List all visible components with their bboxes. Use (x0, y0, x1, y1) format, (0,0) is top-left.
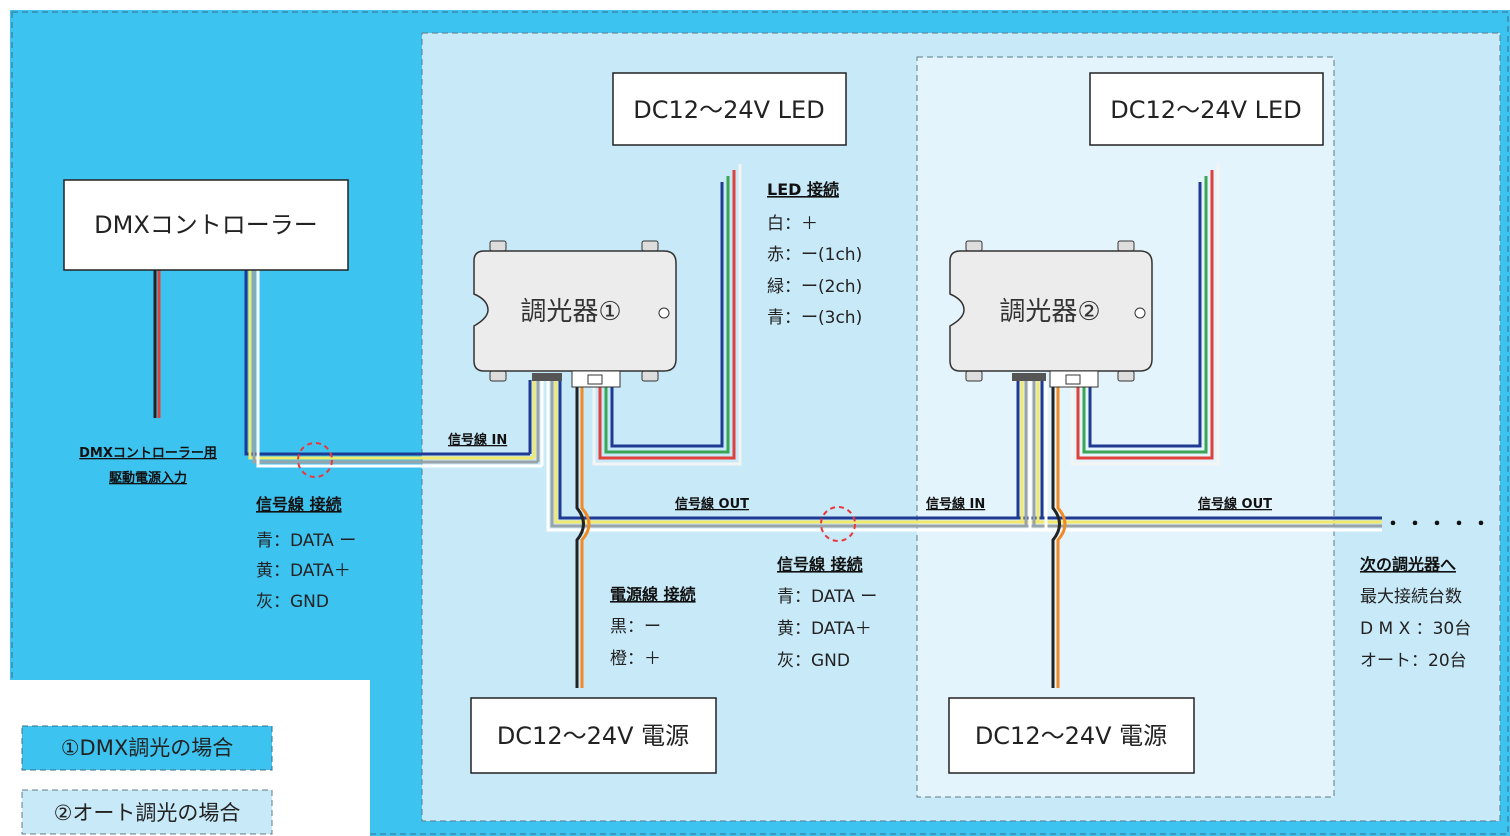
continuation-dots: ・・・・・ (1384, 514, 1494, 535)
legend-auto-label: ②オート調光の場合 (54, 801, 241, 825)
signal-conn-left-line: 灰：GND (256, 592, 329, 612)
power-label-2: DC12～24V 電源 (975, 722, 1167, 750)
controller-signal-wires (244, 270, 542, 468)
signal-conn-mid-line: 灰：GND (777, 651, 850, 671)
signal-conn-mid-line: 青：DATA ー (777, 587, 877, 607)
signal-conn-left-line: 青：DATA ー (256, 531, 356, 551)
led-conn-line: 赤：ー(1ch) (767, 245, 862, 265)
signal-conn-mid-title: 信号線 接続 (777, 555, 863, 574)
led-conn-line: 緑：ー(2ch) (767, 277, 862, 297)
signal-conn-mid-line: 黄：DATA＋ (777, 619, 872, 639)
next-dimmer-line: オート：20台 (1360, 651, 1467, 671)
next-dimmer-line: 最大接続台数 (1360, 587, 1462, 607)
dmx-zone-border (11, 11, 1509, 835)
dmx-controller-box: DMXコントローラー (63, 179, 349, 271)
dimmer1-led-wires (592, 164, 742, 466)
legend-dmx-label: ①DMX調光の場合 (61, 736, 234, 760)
dimmer-1-label: 調光器① (520, 297, 621, 327)
dimmer-2: 調光器② (949, 240, 1153, 388)
signal-connection-marker-mid (820, 506, 856, 542)
dmx-controller-label: DMXコントローラー (94, 211, 318, 239)
led-label-1: DC12～24V LED (633, 96, 824, 124)
dimmer-2-label: 調光器② (999, 297, 1100, 327)
next-dimmer-line: D M X ：30台 (1360, 619, 1471, 639)
dimmer1-signal-out-wires (546, 380, 1068, 532)
led-conn-line: 青：ー(3ch) (767, 308, 862, 328)
wire-label-signal-in-1: 信号線 IN (448, 432, 507, 448)
controller-power-label-1: DMXコントローラー用 (79, 446, 217, 461)
second-dimmer-zone (916, 56, 1335, 798)
signal-conn-left-title: 信号線 接続 (256, 495, 342, 514)
dimmer2-led-wires (1070, 164, 1220, 466)
dimmer1-signal-in-wires (528, 380, 544, 466)
signal-connection-marker-left (297, 442, 333, 478)
controller-power-wires (153, 270, 161, 418)
power-conn-line: 黒：ー (610, 617, 661, 637)
wire-label-signal-out-2: 信号線 OUT (1198, 496, 1272, 512)
legend-auto: ②オート調光の場合 (21, 789, 273, 835)
next-dimmer-title: 次の調光器へ (1360, 555, 1456, 574)
led-conn-title: LED 接続 (767, 180, 839, 199)
wire-label-signal-out-1: 信号線 OUT (675, 496, 749, 512)
power-box-2: DC12～24V 電源 (948, 697, 1195, 774)
dimmer2-power-wires (1051, 385, 1067, 688)
led-label-2: DC12～24V LED (1110, 96, 1301, 124)
dimmer1-power-wires (575, 385, 591, 688)
led-conn-line: 白：＋ (767, 214, 818, 234)
legend-dmx: ①DMX調光の場合 (21, 725, 273, 771)
controller-power-label-2: 駆動電源入力 (109, 470, 187, 486)
dimmer2-signal-out-wires (1032, 380, 1382, 532)
wire-label-signal-in-2: 信号線 IN (926, 496, 985, 512)
signal-conn-left-line: 黄：DATA＋ (256, 561, 351, 581)
led-box-2: DC12～24V LED (1089, 72, 1324, 146)
dimmer-1: 調光器① (473, 240, 677, 388)
power-conn-title: 電源線 接続 (610, 585, 696, 604)
power-box-1: DC12～24V 電源 (470, 697, 717, 774)
power-label-1: DC12～24V 電源 (497, 722, 689, 750)
power-conn-line: 橙：＋ (610, 649, 661, 669)
led-box-1: DC12～24V LED (612, 72, 847, 146)
